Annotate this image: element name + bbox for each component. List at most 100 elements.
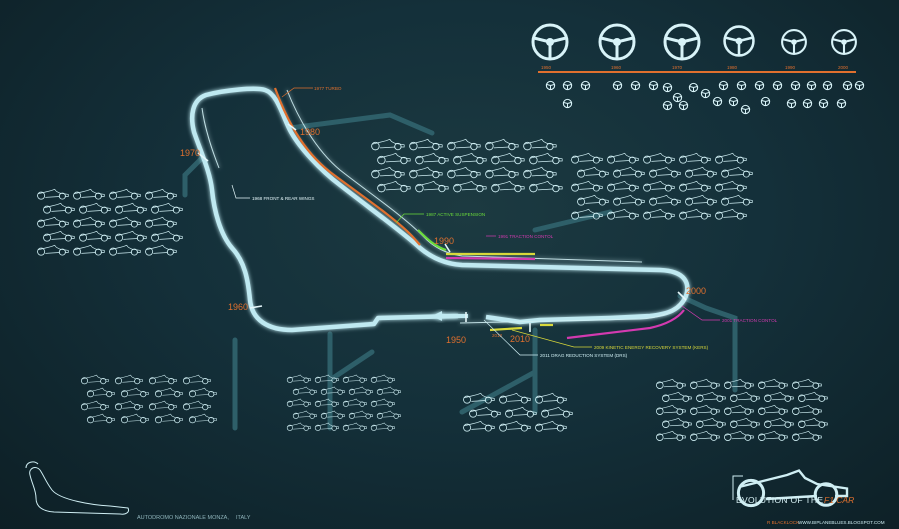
car-silhouette-icon xyxy=(154,413,183,424)
traction-2001-line xyxy=(566,309,685,340)
small-steering-wheel-grid xyxy=(545,80,865,115)
track-inner-edge xyxy=(286,89,643,263)
car-silhouette-icon xyxy=(371,138,405,151)
car-silhouette-icon xyxy=(535,420,567,432)
spur-2010s xyxy=(459,327,538,415)
car-silhouette-icon xyxy=(491,152,525,165)
car-silhouette-icon xyxy=(792,378,822,389)
car-silhouette-icon xyxy=(505,406,537,418)
car-silhouette-icon xyxy=(376,410,402,419)
small-steering-wheel-icon xyxy=(562,98,573,109)
small-steering-wheel-icon xyxy=(786,98,797,109)
car-silhouette-icon xyxy=(607,152,639,164)
track-main xyxy=(189,86,690,333)
label-2010: 2010 xyxy=(510,334,530,344)
car-silhouette-icon xyxy=(523,166,557,179)
car-silhouette-icon xyxy=(792,404,822,415)
footer-credit-name: R BLACKLOCK xyxy=(767,520,800,525)
car-silhouette-icon xyxy=(690,378,720,389)
car-silhouette-icon xyxy=(724,378,754,389)
car-silhouette-icon xyxy=(348,386,374,395)
label-1970: 1970 xyxy=(180,148,200,158)
turbo-line xyxy=(273,87,421,246)
small-steering-wheel-icon xyxy=(662,100,673,111)
car-silhouette-icon xyxy=(535,392,567,404)
small-steering-wheel-icon xyxy=(648,80,659,91)
car-silhouette-icon xyxy=(292,386,318,395)
car-silhouette-icon xyxy=(370,374,396,383)
car-silhouette-icon xyxy=(342,398,368,407)
car-silhouette-icon xyxy=(80,374,109,385)
car-silhouette-icon xyxy=(86,413,115,424)
car-silhouette-icon xyxy=(43,230,75,242)
kers-line xyxy=(489,326,523,332)
car-silhouette-icon xyxy=(342,374,368,383)
timeline-tick-1990: 1990 xyxy=(785,65,796,70)
marker-1970 xyxy=(197,152,209,162)
cars-2000s xyxy=(656,378,828,441)
small-steering-wheel-icon xyxy=(754,80,765,91)
small-steering-wheel-icon xyxy=(842,80,853,91)
small-steering-wheel-icon xyxy=(790,80,801,91)
timeline-tick-1980: 1980 xyxy=(727,65,738,70)
car-silhouette-icon xyxy=(798,417,828,428)
car-silhouette-icon xyxy=(643,152,675,164)
car-silhouette-icon xyxy=(370,398,396,407)
car-silhouette-icon xyxy=(80,400,109,411)
cars-1990s xyxy=(571,152,753,220)
car-silhouette-icon xyxy=(115,202,147,214)
small-steering-wheel-icon xyxy=(772,80,783,91)
car-silhouette-icon xyxy=(377,180,411,193)
spur-1990s xyxy=(532,209,613,233)
car-silhouette-icon xyxy=(370,422,396,431)
annotation-kers: 2009 KINETIC ENERGY RECOVERY SYSTEM (KER… xyxy=(594,345,709,350)
car-silhouette-icon xyxy=(447,166,481,179)
steering-wheel-icon-1950 xyxy=(531,23,569,61)
car-silhouette-icon xyxy=(145,188,177,200)
car-silhouette-icon xyxy=(463,420,495,432)
annotation-wings: 1968 FRONT & REAR WINGS xyxy=(252,196,314,201)
label-1990: 1990 xyxy=(434,236,454,246)
small-steering-wheel-icon xyxy=(562,80,573,91)
car-silhouette-icon xyxy=(114,374,143,385)
car-silhouette-icon xyxy=(485,166,519,179)
car-silhouette-icon xyxy=(696,391,726,402)
decade-markers xyxy=(197,123,687,332)
car-silhouette-icon xyxy=(685,166,717,178)
car-silhouette-icon xyxy=(409,166,443,179)
small-steering-wheel-icon xyxy=(545,80,556,91)
marker-1980 xyxy=(287,123,297,131)
small-steering-wheel-icon xyxy=(806,80,817,91)
title-highlight: F1 CAR xyxy=(824,495,854,505)
car-silhouette-icon xyxy=(792,430,822,441)
car-silhouette-icon xyxy=(188,387,217,398)
direction-arrow-icon xyxy=(432,311,468,321)
spur-1970s xyxy=(182,155,205,198)
track-inner-edge-2 xyxy=(201,107,220,169)
car-silhouette-icon xyxy=(182,400,211,411)
car-silhouette-icon xyxy=(685,194,717,206)
car-silhouette-icon xyxy=(529,180,563,193)
small-steering-wheel-icon xyxy=(718,80,729,91)
car-silhouette-icon xyxy=(377,152,411,165)
car-silhouette-icon xyxy=(109,216,141,228)
small-steering-wheel-icon xyxy=(672,92,683,103)
car-silhouette-icon xyxy=(73,216,105,228)
car-silhouette-icon xyxy=(491,180,525,193)
timeline-tick-2000: 2000 xyxy=(838,65,849,70)
steering-wheel-icon-1990 xyxy=(781,29,807,55)
cars-1950s xyxy=(80,374,217,424)
car-silhouette-icon xyxy=(148,374,177,385)
car-silhouette-icon xyxy=(656,378,686,389)
car-silhouette-icon xyxy=(499,392,531,404)
small-steering-wheel-icon xyxy=(736,80,747,91)
car-silhouette-icon xyxy=(120,387,149,398)
car-silhouette-icon xyxy=(320,386,346,395)
car-silhouette-icon xyxy=(148,400,177,411)
car-silhouette-icon xyxy=(286,422,312,431)
marker-1960 xyxy=(249,305,263,309)
car-silhouette-icon xyxy=(499,420,531,432)
car-silhouette-icon xyxy=(523,138,557,151)
car-silhouette-icon xyxy=(37,244,69,256)
steering-wheel-icon-2000 xyxy=(831,29,857,55)
